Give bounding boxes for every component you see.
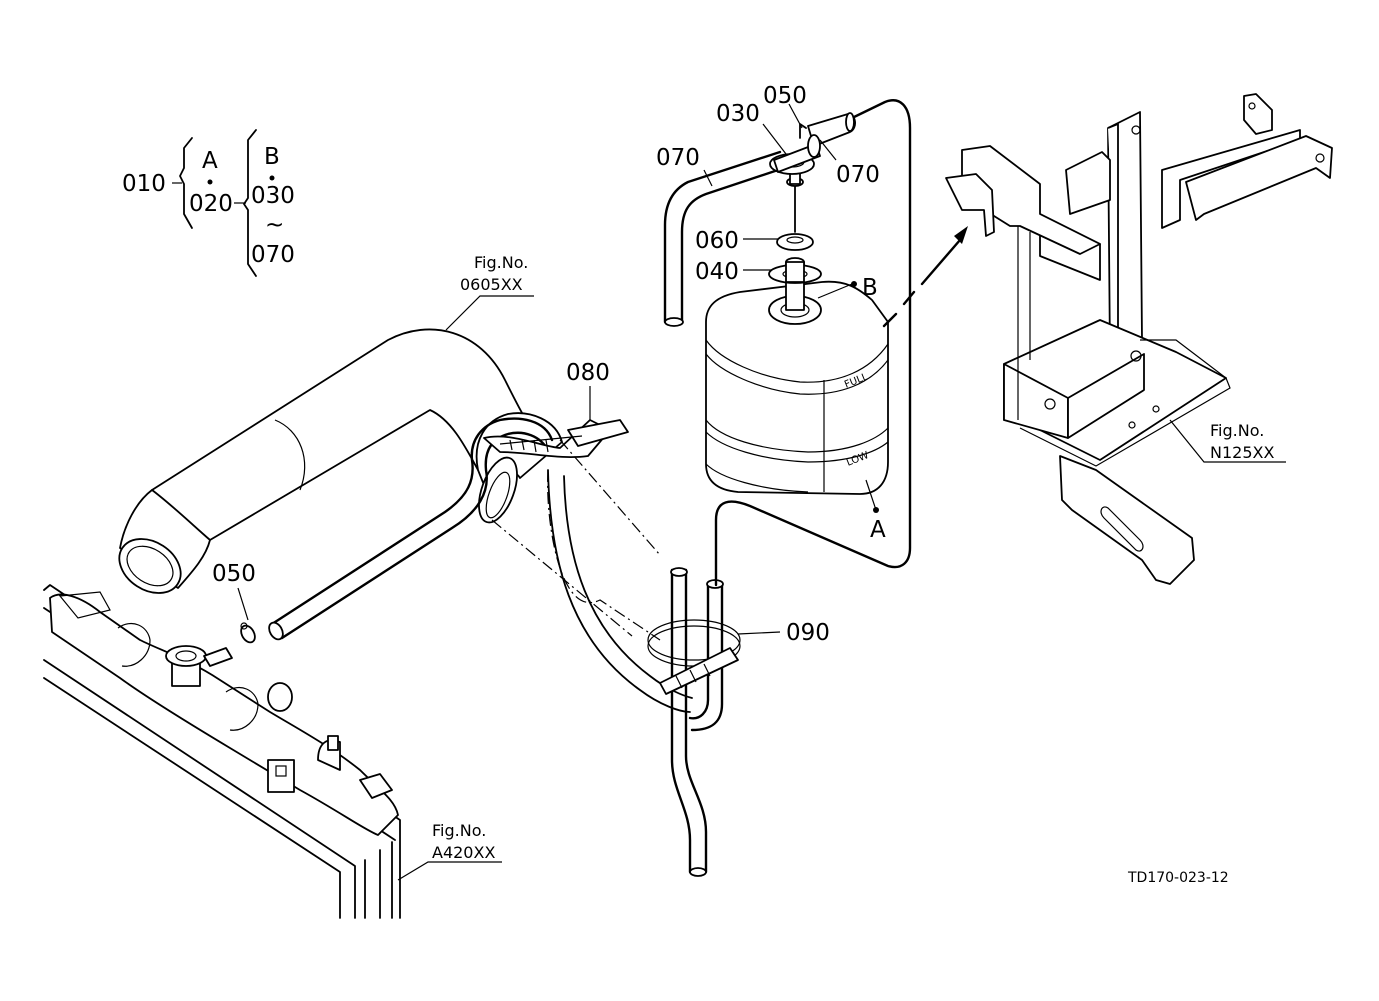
fig-ref-label-radiator: Fig.No.	[432, 821, 486, 840]
callout-080: 080	[566, 360, 610, 386]
callout-060: 060	[695, 228, 739, 254]
callout-point-a: A	[870, 517, 886, 543]
callout-leaders	[237, 103, 1286, 881]
mounting-bracket	[945, 93, 1333, 585]
callout-030: 030	[716, 101, 760, 127]
clamp-050-lower	[240, 624, 256, 644]
parts-legend: 010 A 020 B 030 ~ 070	[122, 129, 295, 277]
callout-point-b: B	[862, 275, 878, 301]
legend-070: 070	[251, 242, 295, 268]
tank-cap-assembly	[768, 171, 822, 311]
cable-tie-080	[483, 419, 629, 459]
callout-090: 090	[786, 620, 830, 646]
drawing-code: TD170-023-12	[1127, 870, 1229, 886]
callout-070-left: 070	[656, 145, 700, 171]
fig-ref-label-bracket: Fig.No.	[1210, 421, 1264, 440]
callout-050-left: 050	[212, 561, 256, 587]
legend-range: ~	[265, 212, 284, 238]
fig-ref-code-bracket: N125XX	[1210, 443, 1274, 462]
overflow-tube	[268, 417, 554, 641]
pipe-joint-030	[769, 112, 856, 175]
radiator	[43, 584, 401, 919]
legend-030: 030	[251, 183, 295, 209]
legend-020: 020	[189, 191, 233, 217]
callout-070-right: 070	[836, 162, 880, 188]
fig-ref-label-hose: Fig.No.	[474, 253, 528, 272]
cap-060	[776, 233, 814, 251]
fig-ref-code-radiator: A420XX	[432, 843, 495, 862]
clamp-band-090	[647, 619, 741, 695]
callout-050-top: 050	[763, 83, 807, 109]
radiator-hose	[118, 328, 563, 594]
legend-010: 010	[122, 171, 166, 197]
reserve-tubes	[547, 150, 786, 877]
mount-arrow	[882, 238, 962, 328]
legend-bracket-b	[243, 129, 257, 277]
callout-040: 040	[695, 259, 739, 285]
legend-bracket-a	[179, 137, 193, 229]
legend-group-b: B	[264, 144, 280, 170]
legend-group-a: A	[202, 148, 218, 174]
reserve-tank: FULL LOW	[705, 99, 912, 587]
fig-ref-code-hose: 0605XX	[460, 275, 523, 294]
